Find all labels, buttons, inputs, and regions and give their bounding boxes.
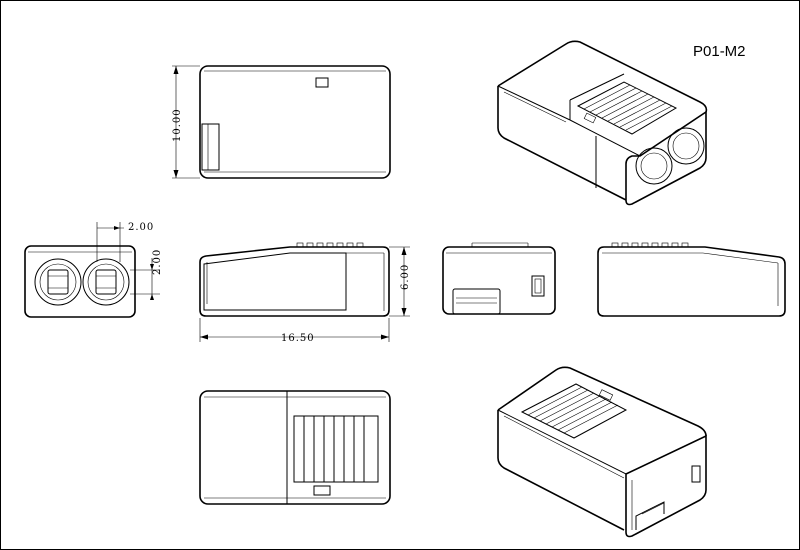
- dim-lens-offset: 2.00: [128, 222, 154, 233]
- isometric-view-front: [497, 40, 708, 206]
- rear-connector: [452, 288, 501, 315]
- bottom-vent-grille: [293, 415, 379, 483]
- dim-height-side: 6.00: [400, 264, 411, 290]
- iso-rear-vent-grille: [520, 383, 628, 439]
- top-clip: [201, 123, 220, 171]
- right-lens: [82, 258, 130, 306]
- dim-length: 16.50: [281, 333, 315, 344]
- iso-left-lens: [635, 147, 673, 185]
- part-number: P01-M2: [693, 43, 746, 60]
- rear-view: [442, 242, 556, 315]
- top-view: 10.00: [172, 65, 391, 179]
- front-view: 2.00 2.00: [24, 222, 163, 318]
- iso-right-lens: [667, 127, 705, 165]
- dim-lens-pitch: 2.00: [152, 249, 163, 275]
- top-latch-window: [315, 77, 329, 88]
- left-lens: [34, 258, 82, 306]
- rear-latch-window: [531, 275, 545, 297]
- side-view-right: [597, 242, 786, 317]
- dim-height-top: 10.00: [172, 108, 183, 142]
- side-view-left: 6.00 16.50: [199, 242, 411, 344]
- iso-rear-connector: [635, 501, 665, 530]
- bottom-view: [199, 390, 391, 505]
- isometric-view-rear: [497, 366, 707, 538]
- iso-rear-latch: [691, 465, 701, 483]
- iso-vent-grille: [576, 81, 678, 135]
